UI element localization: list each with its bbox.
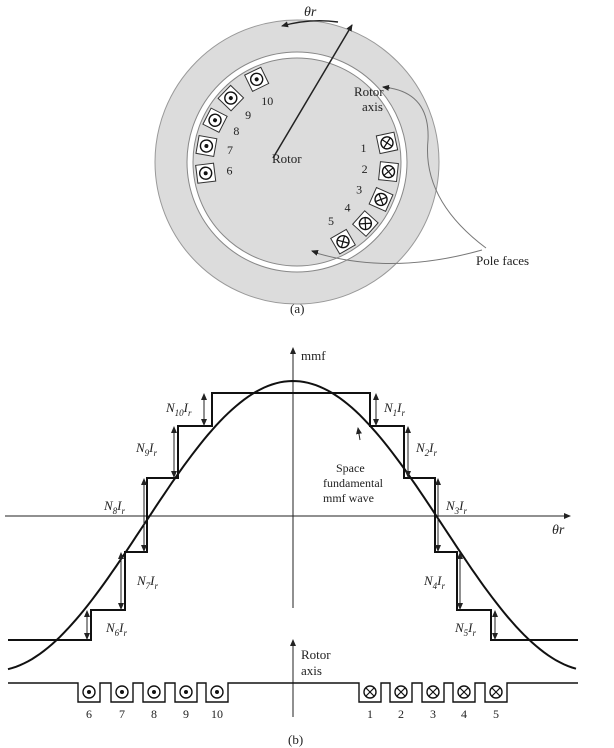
rotor-slot-7	[195, 135, 218, 158]
rotor-axis-arrow	[272, 24, 353, 159]
slot-number-8: 8	[151, 707, 157, 721]
rotor-label: Rotor	[272, 151, 302, 166]
slot-number-3: 3	[430, 707, 436, 721]
label-n1-ir: N1Ir	[383, 400, 406, 418]
rotor-slot-6	[195, 162, 217, 184]
slot-number-7: 7	[119, 707, 125, 721]
slot-number-5: 5	[493, 707, 499, 721]
slot-coil-symbols: 6 7 8 9 10 1 2 3 4 5	[82, 685, 503, 721]
slot-number-10: 10	[211, 707, 223, 721]
coil-number-6: 6	[227, 163, 233, 177]
theta-label-a: θr	[304, 5, 317, 20]
pole-face-arrow-1	[382, 84, 391, 91]
label-n2-ir: N2Ir	[415, 440, 438, 458]
rotor-axis-b-label-line1: Rotor	[301, 647, 331, 662]
coil-number-10: 10	[261, 94, 273, 108]
slot-number-1: 1	[367, 707, 373, 721]
coil-number-9: 9	[245, 108, 251, 122]
slot-8: 8	[147, 685, 161, 721]
rotor-body	[192, 57, 402, 267]
coil-number-2: 2	[362, 162, 368, 176]
coil-number-3: 3	[356, 183, 362, 197]
label-n7-ir: N7Ir	[136, 573, 159, 591]
slot-7: 7	[115, 685, 129, 721]
rotor-slots-dot-side: 6 789 10	[195, 66, 273, 184]
rotor-slot-strip	[8, 682, 578, 703]
theta-arc-arrow	[281, 19, 339, 28]
theta-label-b: θr	[552, 523, 565, 538]
fundamental-label-line1: Space	[336, 461, 365, 475]
label-n4-ir: N4Ir	[423, 573, 446, 591]
rotor-slot-9	[217, 84, 245, 112]
label-n10-ir: N10Ir	[165, 400, 192, 418]
slot-number-2: 2	[398, 707, 404, 721]
label-n3-ir: N3Ir	[445, 498, 468, 516]
figure-b-mmf-plot: mmf θr N10Ir N9Ir N8Ir N7Ir N6Ir N1Ir N2…	[5, 347, 578, 747]
slot-number-6: 6	[86, 707, 92, 721]
caption-b: (b)	[288, 732, 303, 747]
label-n6-ir: N6Ir	[105, 620, 128, 638]
pole-face-arrow-2	[311, 250, 319, 256]
slot-4: 4	[457, 685, 471, 721]
rotor-slot-10	[243, 66, 270, 93]
slot-number-9: 9	[183, 707, 189, 721]
rotor-axis-label-line2: axis	[362, 99, 383, 114]
slot-number-4: 4	[461, 707, 467, 721]
pole-face-leader-2	[312, 249, 483, 264]
rotor-slot-2	[378, 161, 399, 183]
fundamental-label-line2: fundamental	[323, 476, 384, 490]
slot-6: 6	[82, 685, 96, 721]
rotor-slot-1	[375, 131, 399, 155]
fundamental-label-line3: mmf wave	[323, 491, 374, 505]
step-height-arrows	[84, 393, 498, 640]
fundamental-mmf-wave	[7, 379, 577, 671]
coil-number-7: 7	[227, 143, 233, 157]
rotor-slot-5	[330, 228, 356, 255]
slot-5: 5	[489, 685, 503, 721]
coil-number-1: 1	[361, 141, 367, 155]
coil-number-5: 5	[328, 214, 334, 228]
pole-faces-label: Pole faces	[476, 253, 529, 268]
coil-number-4: 4	[345, 201, 351, 215]
mmf-label: mmf	[301, 348, 326, 363]
slot-3: 3	[426, 685, 440, 721]
label-n5-ir: N5Ir	[454, 620, 477, 638]
fundamental-label-pointer	[356, 427, 362, 441]
slot-10: 10	[210, 685, 224, 721]
slot-1: 1	[363, 685, 377, 721]
label-n8-ir: N8Ir	[103, 498, 126, 516]
rotor-slot-4	[351, 210, 379, 237]
coil-number-8: 8	[233, 124, 239, 138]
caption-a: (a)	[290, 301, 304, 316]
label-n9-ir: N9Ir	[135, 440, 158, 458]
rotor-slot-3	[368, 186, 394, 212]
slot-2: 2	[394, 685, 408, 721]
pole-face-leader-1	[389, 87, 487, 249]
slot-9: 9	[179, 685, 193, 721]
rotor-axis-b-label-line2: axis	[301, 663, 322, 678]
rotor-slot-8	[202, 107, 228, 134]
rotor-axis-label-line1: Rotor	[354, 84, 384, 99]
